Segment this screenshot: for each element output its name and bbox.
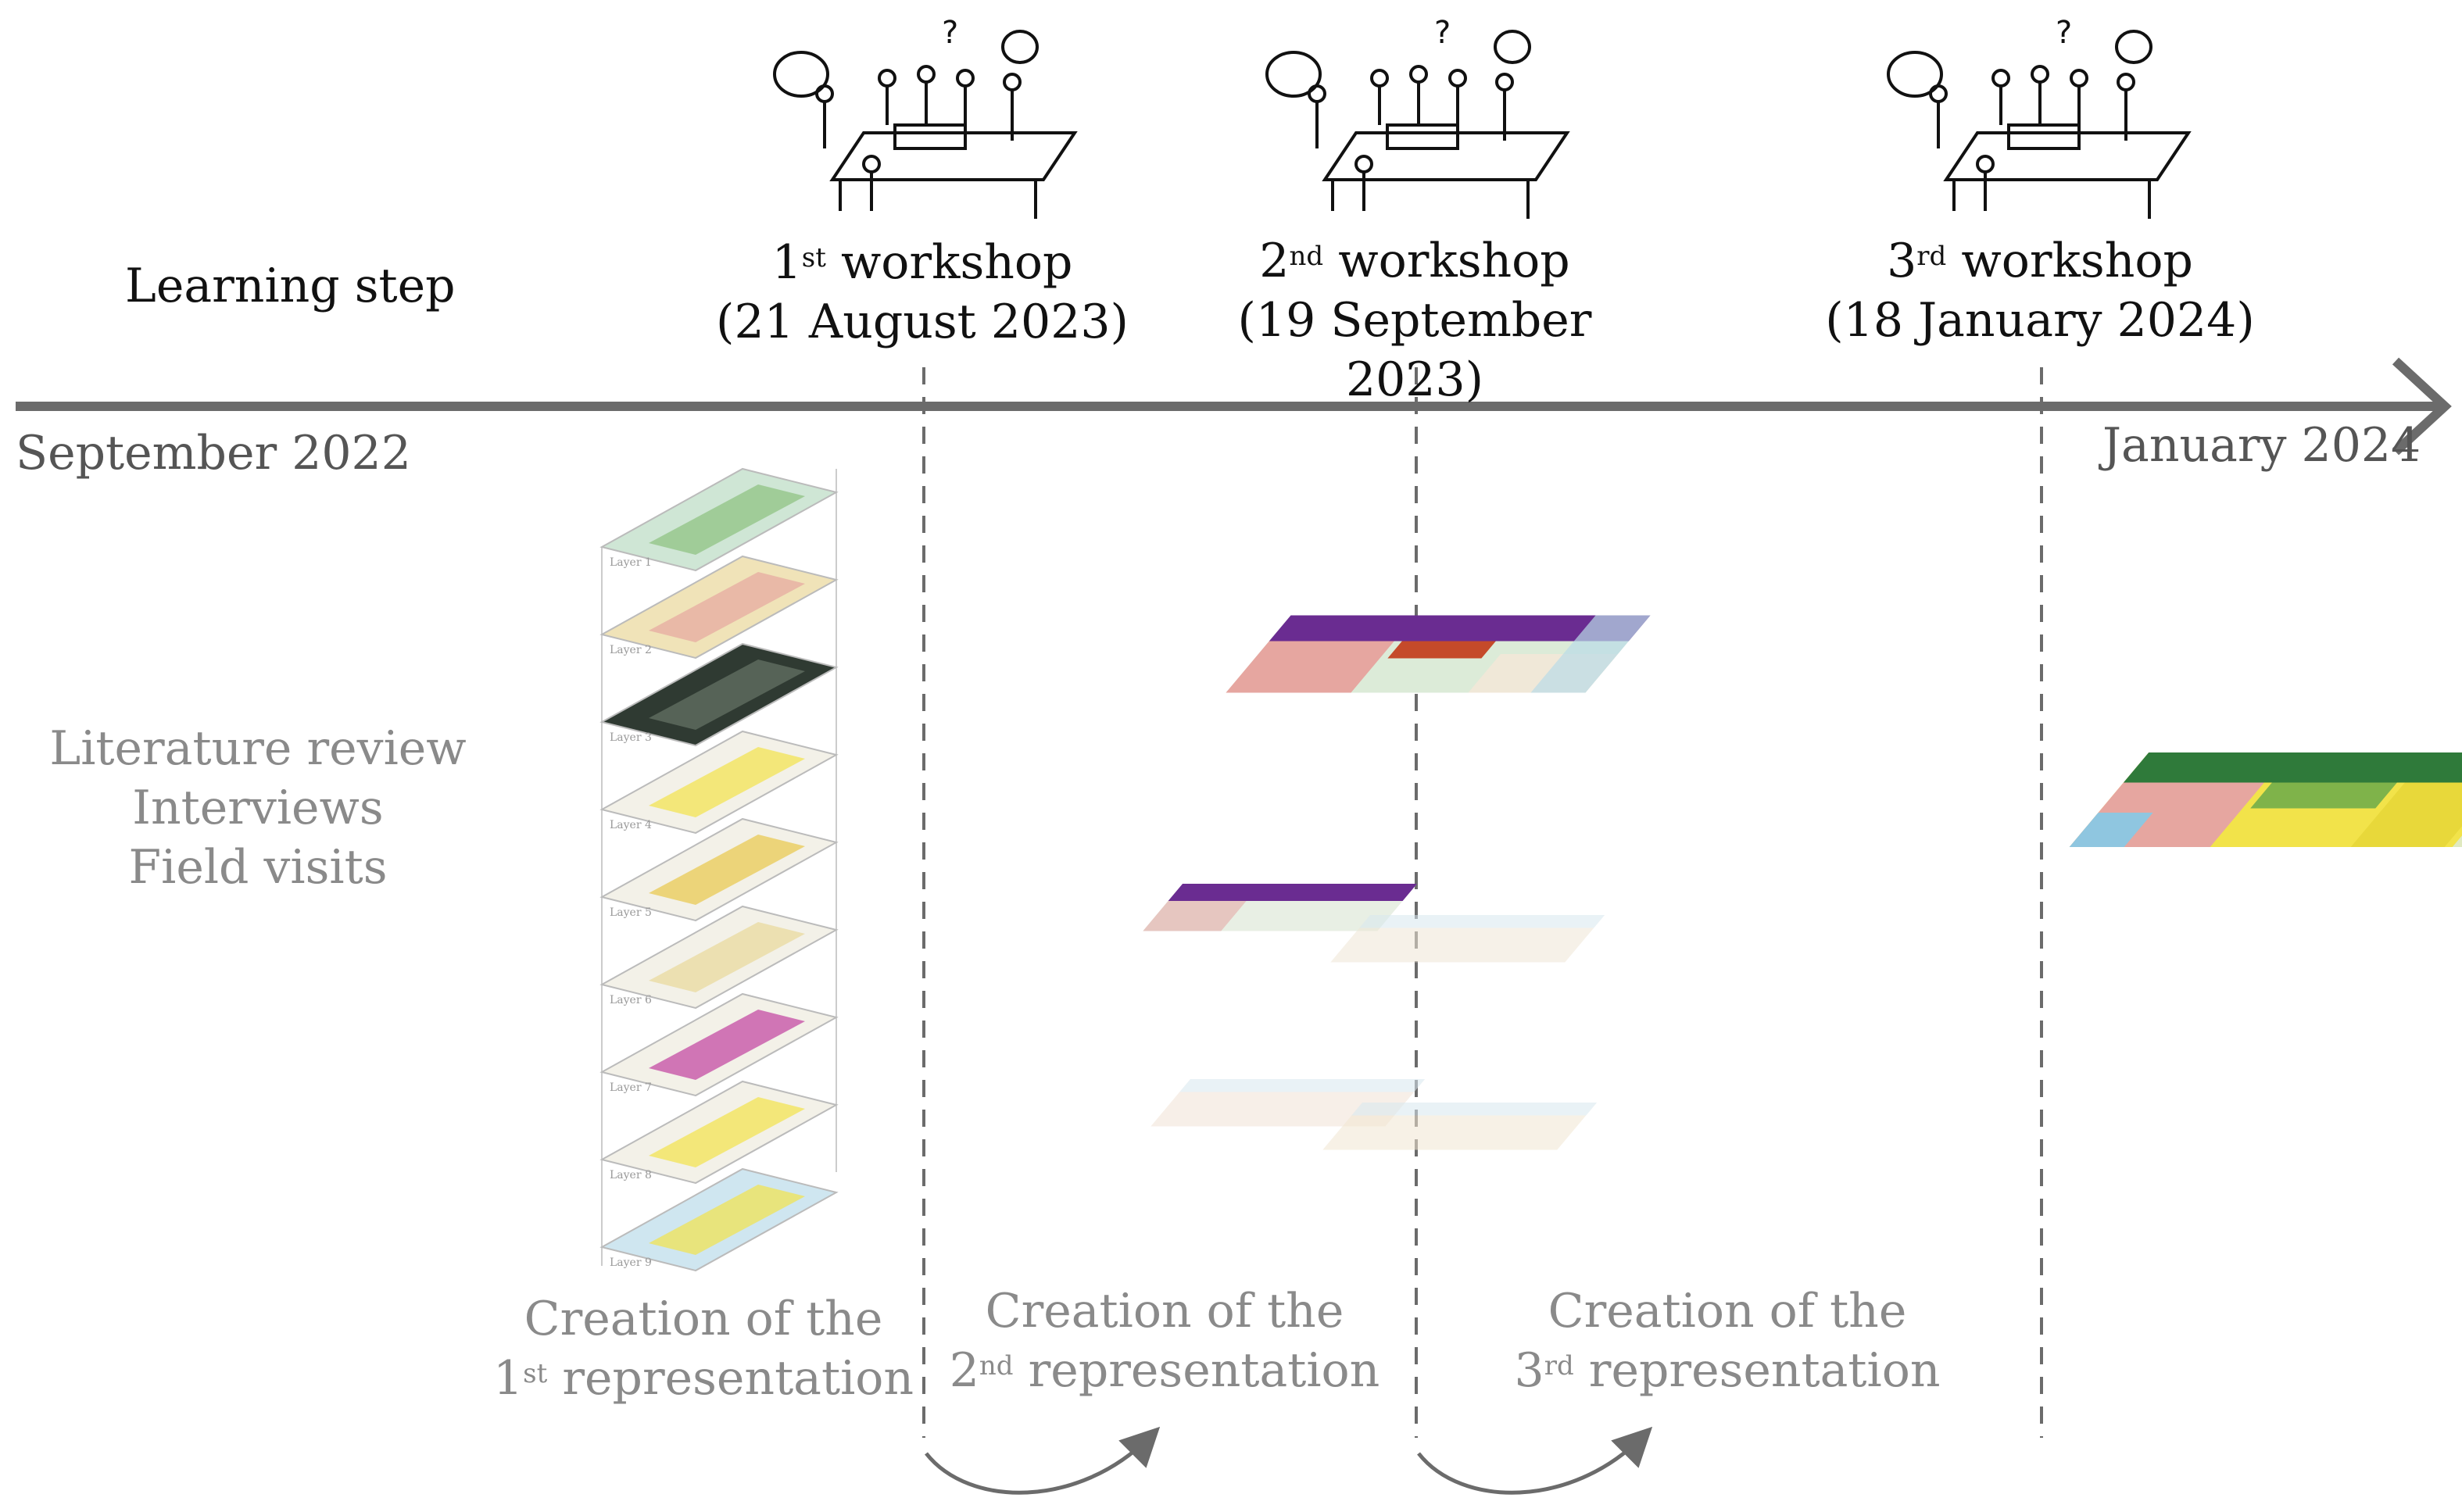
- method-interviews: Interviews: [132, 781, 384, 835]
- stack-layer-label: Layer 5: [610, 906, 652, 919]
- workshop-3-sketch-icon: ?: [1887, 15, 2192, 219]
- stack-layer-label: Layer 6: [610, 994, 652, 1006]
- map-2-small-b: [1330, 914, 1605, 963]
- second-representation-maps: [1143, 615, 1651, 1150]
- timeline-start-label: September 2022: [16, 426, 411, 481]
- stack-layer: Layer 6: [599, 905, 839, 1010]
- workshop-3-title: 3rd workshop: [1887, 234, 2193, 288]
- map-2-main: [1226, 615, 1651, 693]
- map-2-small-d: [1322, 1102, 1598, 1150]
- map-2-small-a: [1143, 883, 1418, 931]
- method-field-visits: Field visits: [128, 840, 388, 895]
- phase-dividers: [922, 367, 2043, 1438]
- workshop-1-label: 1st workshop (21 August 2023): [703, 233, 1141, 352]
- workshop-2-sketch-icon: ?: [1265, 15, 1570, 219]
- workshop-1-sketch-icon: ?: [773, 15, 1078, 219]
- stack-layer-label: Layer 4: [610, 819, 652, 831]
- transition-arrow-2: [1417, 1426, 1653, 1495]
- workshop-1-date: (21 August 2023): [716, 295, 1129, 349]
- methods-list: Literature review Interviews Field visit…: [31, 719, 485, 897]
- workshop-3-date: (18 January 2024): [1825, 293, 2255, 348]
- stack-layer: Layer 3: [599, 642, 839, 747]
- representation-2-label: Creation of the 2nd representation: [949, 1284, 1380, 1398]
- stack-layer: Layer 9: [599, 1167, 839, 1272]
- representation-1-label: Creation of the 1st representation: [492, 1292, 914, 1406]
- layer-stack-guides: [601, 469, 837, 1266]
- third-representation-map: [2069, 752, 2462, 847]
- svg-text:?: ?: [1434, 15, 1451, 51]
- workshop-2-title: 2nd workshop: [1259, 234, 1570, 288]
- stack-layer: Layer 8: [599, 1080, 839, 1185]
- svg-text:?: ?: [942, 15, 958, 51]
- stack-layer: Layer 5: [599, 817, 839, 922]
- learning-step-label: Learning step: [125, 259, 456, 313]
- workshop-2-label: 2nd workshop (19 September 2023): [1172, 231, 1657, 409]
- stack-layer-label: Layer 3: [610, 731, 652, 744]
- method-literature-review: Literature review: [49, 721, 467, 776]
- stack-layer-label: Layer 9: [610, 1256, 652, 1269]
- layer-stack-1st-representation: Layer 1 Layer 2 Layer 3 Layer 4 Layer 5 Layer…: [599, 467, 839, 1272]
- stack-layer-label: Layer 8: [610, 1169, 652, 1181]
- transition-arrow-1: [925, 1426, 1161, 1495]
- stack-layer-label: Layer 7: [610, 1081, 652, 1094]
- stack-layer-label: Layer 1: [610, 556, 652, 569]
- representation-3-label: Creation of the 3rd representation: [1514, 1284, 1941, 1398]
- timeline-end-label: January 2024: [2102, 418, 2421, 473]
- stack-layer: Layer 7: [599, 992, 839, 1097]
- stack-layer: Layer 2: [599, 555, 839, 659]
- stack-layer-label: Layer 2: [610, 644, 652, 656]
- workshop-sketches: ???: [773, 15, 2192, 219]
- workshop-2-date: (19 September 2023): [1237, 293, 1592, 407]
- svg-text:?: ?: [2056, 15, 2072, 51]
- transition-arrows: [925, 1426, 1653, 1495]
- stack-layer: Layer 1: [599, 467, 839, 572]
- workshop-3-label: 3rd workshop (18 January 2024): [1813, 231, 2267, 350]
- workshop-1-title: 1st workshop: [771, 235, 1073, 290]
- stack-layer: Layer 4: [599, 730, 839, 835]
